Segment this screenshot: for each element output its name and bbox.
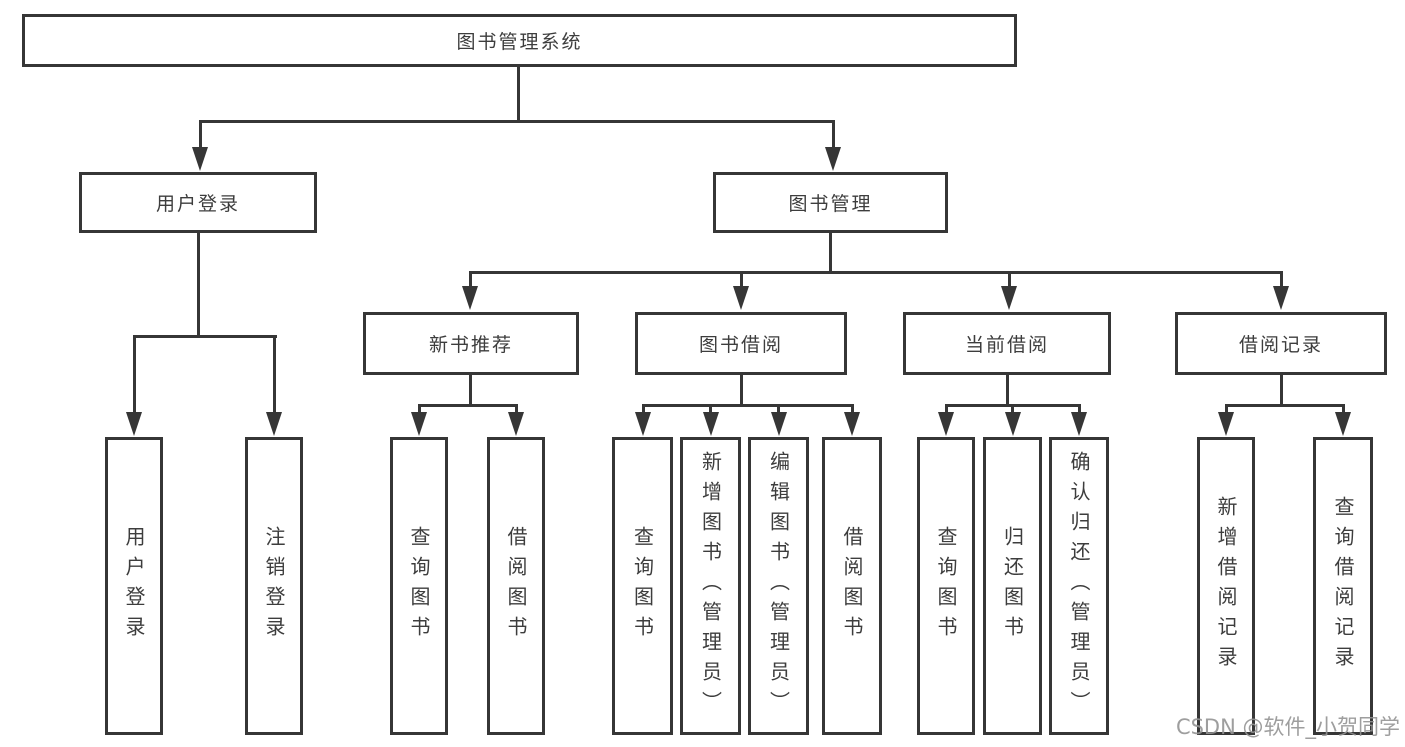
leaf-add-borrow-record: 新增借阅记录 (1197, 437, 1255, 735)
arrow-down-icon (1071, 412, 1087, 436)
connector-user-login-drop-2 (272, 335, 276, 413)
leaf-user-login: 用户登录 (105, 437, 163, 735)
arrow-down-icon (844, 412, 860, 436)
node-book-management: 图书管理 (713, 172, 948, 233)
leaf-edit-books-admin: 编辑图书（管理员） (748, 437, 809, 735)
node-user-login: 用户登录 (79, 172, 317, 233)
connector-records-stub (1279, 375, 1283, 407)
arrow-down-icon (702, 412, 719, 436)
connector-borrow-drop-4 (850, 404, 854, 414)
connector-newbook-drop-1 (417, 404, 421, 414)
connector-root-drop-left (198, 120, 202, 148)
connector-root-drop-right (831, 120, 835, 148)
node-book-management-label: 图书管理 (788, 193, 873, 215)
connector-newbook-bar (417, 404, 518, 407)
connector-book-mgmt-drop-4 (1279, 271, 1283, 287)
connector-borrow-drop-3 (777, 404, 780, 414)
arrow-down-icon (192, 147, 208, 171)
node-new-book-recommend: 新书推荐 (363, 312, 579, 375)
arrow-down-icon (462, 286, 478, 310)
leaf-query-books-recommend: 查询图书 (390, 437, 448, 735)
connector-root-bar (198, 120, 835, 123)
node-library-system: 图书管理系统 (22, 14, 1017, 67)
leaf-query-books-borrow: 查询图书 (612, 437, 673, 735)
arrow-down-icon (825, 147, 841, 171)
connector-current-drop-3 (1077, 404, 1081, 414)
node-new-book-recommend-label: 新书推荐 (428, 334, 513, 356)
arrow-down-icon (1004, 412, 1021, 436)
node-book-borrowing: 图书借阅 (635, 312, 847, 375)
arrow-down-icon (508, 412, 524, 436)
connector-current-stub (1005, 375, 1009, 407)
arrow-down-icon (770, 412, 787, 436)
connector-borrow-drop-1 (641, 404, 645, 414)
arrow-down-icon (1335, 412, 1351, 436)
node-user-login-label: 用户登录 (155, 193, 240, 215)
connector-current-drop-2 (1011, 404, 1014, 414)
leaf-query-borrow-record: 查询借阅记录 (1313, 437, 1373, 735)
leaf-confirm-return-admin: 确认归还（管理员） (1049, 437, 1109, 735)
connector-book-mgmt-bar (468, 271, 1283, 274)
node-library-system-label: 图书管理系统 (456, 31, 583, 53)
connector-user-login-stub (196, 233, 200, 338)
arrow-down-icon (938, 412, 954, 436)
arrow-down-icon (1273, 286, 1289, 310)
node-book-borrowing-label: 图书借阅 (698, 334, 783, 356)
arrow-down-icon (1218, 412, 1234, 436)
arrow-down-icon (411, 412, 427, 436)
connector-book-mgmt-stub (829, 233, 832, 273)
arrow-down-icon (1001, 286, 1017, 310)
connector-book-mgmt-drop-3 (1007, 271, 1011, 287)
connector-records-drop-1 (1224, 404, 1228, 414)
node-current-borrowing-label: 当前借阅 (964, 334, 1049, 356)
connector-records-drop-2 (1341, 404, 1345, 414)
connector-root-stub (516, 66, 520, 120)
arrow-down-icon (733, 286, 749, 310)
connector-book-mgmt-drop-2 (739, 271, 743, 287)
arrow-down-icon (635, 412, 651, 436)
connector-user-login-bar (132, 335, 277, 338)
leaf-borrow-books-recommend: 借阅图书 (487, 437, 545, 735)
connector-records-bar (1224, 404, 1345, 407)
leaf-logout: 注销登录 (245, 437, 303, 735)
leaf-return-books: 归还图书 (983, 437, 1042, 735)
arrow-down-icon (126, 412, 142, 436)
node-borrowing-records-label: 借阅记录 (1238, 334, 1323, 356)
connector-current-drop-1 (944, 404, 948, 414)
connector-user-login-drop-1 (132, 335, 136, 413)
connector-book-mgmt-drop-1 (468, 271, 472, 287)
connector-newbook-drop-2 (514, 404, 518, 414)
connector-borrow-stub (739, 375, 743, 407)
node-current-borrowing: 当前借阅 (903, 312, 1111, 375)
connector-borrow-bar (641, 404, 854, 407)
node-borrowing-records: 借阅记录 (1175, 312, 1387, 375)
leaf-add-books-admin: 新增图书（管理员） (680, 437, 741, 735)
leaf-query-books-current: 查询图书 (917, 437, 975, 735)
leaf-borrow-books: 借阅图书 (822, 437, 882, 735)
watermark: CSDN @软件_小贺同学 (1175, 715, 1400, 739)
connector-borrow-drop-2 (709, 404, 712, 414)
connector-newbook-stub (468, 375, 472, 407)
arrow-down-icon (266, 412, 282, 436)
